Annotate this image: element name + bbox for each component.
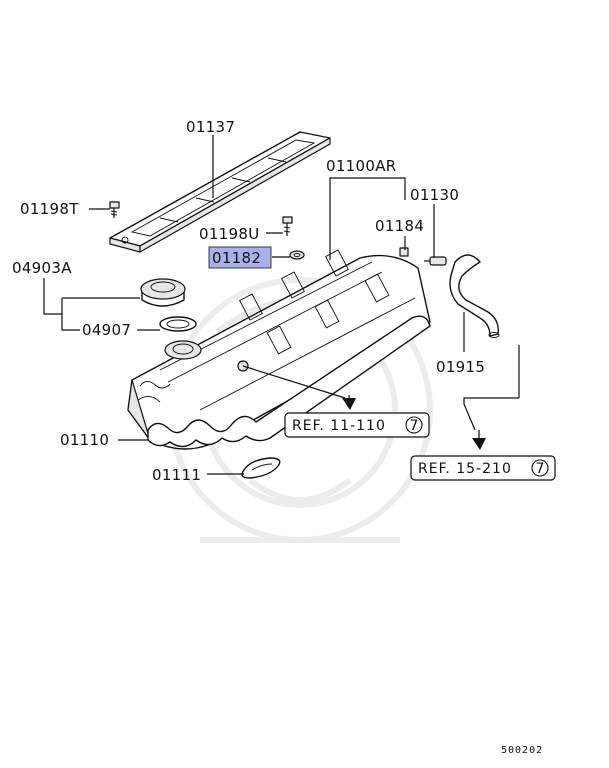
ref-arrow-b-icon [472, 430, 486, 450]
oil-cap-part [140, 278, 186, 307]
label-01198u: 01198U [199, 225, 260, 243]
leader-lines [43, 135, 520, 475]
ref-box-11-110-text: REF. 11-110 [292, 418, 386, 434]
label-01130: 01130 [410, 186, 459, 204]
label-01182[interactable]: 01182 [212, 249, 261, 267]
coil-cover-part [109, 131, 331, 253]
label-04907: 04907 [82, 321, 131, 339]
label-04903a: 04903A [12, 259, 72, 277]
ref-arrow-a-icon [342, 395, 356, 410]
label-01100ar: 01100AR [326, 157, 397, 175]
ref-box-15-210-text: REF. 15-210 [418, 461, 512, 477]
label-01915: 01915 [436, 358, 485, 376]
cap-gasket-part [159, 316, 197, 332]
label-01184: 01184 [375, 217, 424, 235]
bolt-01198t-part [109, 201, 120, 218]
highlight-01182 [208, 246, 272, 269]
label-01137: 01137 [186, 118, 235, 136]
ref-box-11-110-number: 7 [410, 418, 419, 434]
plug-gasket-part [241, 457, 281, 479]
ref-box-15-210[interactable]: REF. 15-210 7 [410, 455, 556, 481]
ref-box-15-210-number: 7 [536, 461, 545, 477]
plug-01184-part [399, 247, 409, 257]
ref-box-11-110[interactable]: REF. 11-110 7 [284, 412, 430, 438]
label-01110: 01110 [60, 431, 109, 449]
breather-hose-part [449, 254, 500, 338]
diagram-code: 500202 [501, 745, 543, 756]
seal-01182-part [289, 250, 305, 260]
label-01198t: 01198T [20, 200, 79, 218]
label-01111: 01111 [152, 466, 201, 484]
pcv-valve-part [424, 256, 447, 266]
bolt-01198u-part [282, 216, 293, 236]
